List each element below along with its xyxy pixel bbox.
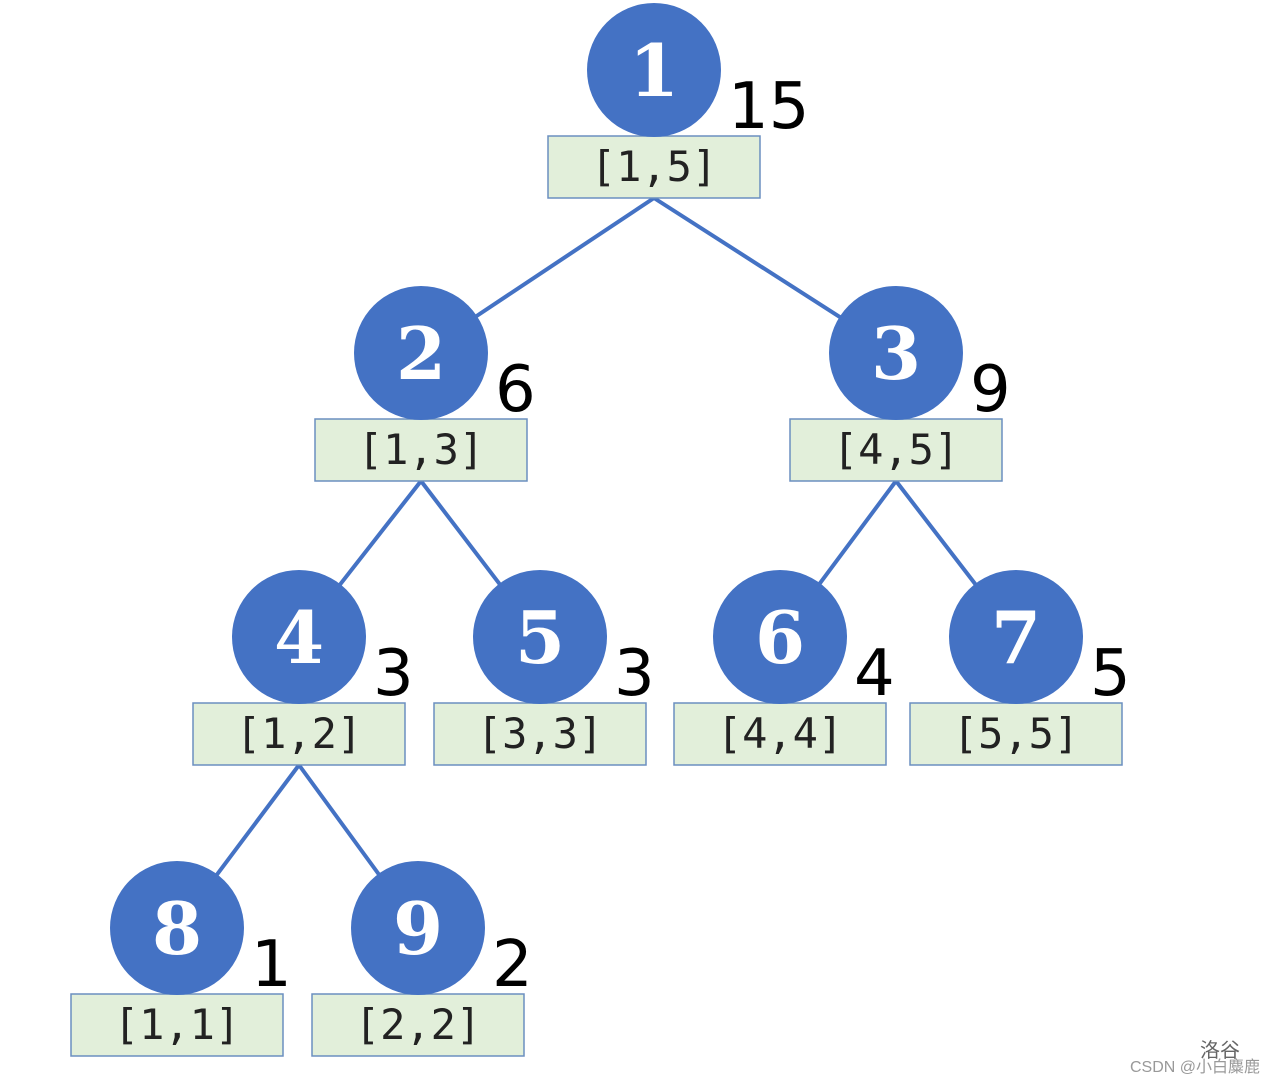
node-circle [949, 570, 1083, 704]
range-label: [4,5] [833, 425, 959, 474]
range-box [192, 702, 406, 766]
edge-2-5 [419, 479, 503, 588]
node-circle [110, 861, 244, 995]
edge-2-4 [337, 479, 423, 588]
node-id-label: 2 [396, 311, 446, 396]
node-sum-label: 5 [1090, 637, 1131, 711]
node-sum-label: 4 [854, 637, 895, 711]
node-circle [473, 570, 607, 704]
range-label: [1,1] [114, 1000, 240, 1049]
edge-1-2 [473, 196, 656, 319]
edge-3-7 [894, 479, 979, 588]
node-circle [587, 3, 721, 137]
node-sum-label: 3 [614, 637, 655, 711]
range-label: [5,5] [953, 709, 1079, 758]
edges-layer [213, 196, 979, 878]
node-id-label: 9 [393, 886, 443, 971]
node-id-label: 5 [515, 595, 565, 680]
range-box [673, 702, 887, 766]
node-id-label: 7 [991, 595, 1041, 680]
node-id-label: 8 [152, 886, 202, 971]
node-id-label: 3 [871, 311, 921, 396]
node-circle [351, 861, 485, 995]
node-sum-label: 9 [970, 353, 1011, 427]
range-label: [1,5] [591, 142, 717, 191]
edge-1-3 [652, 196, 844, 320]
node-sum-label: 2 [492, 928, 533, 1002]
node-id-label: 4 [274, 595, 324, 680]
range-box [311, 993, 525, 1057]
tree-node-1: [1,5] 1 15 [547, 3, 809, 199]
range-label: [1,3] [358, 425, 484, 474]
range-label: [1,2] [236, 709, 362, 758]
watermark-csdn: CSDN @小白麋鹿 [1130, 1059, 1261, 1076]
node-circle [829, 286, 963, 420]
edge-4-8 [213, 763, 301, 878]
node-circle [713, 570, 847, 704]
node-id-label: 1 [629, 28, 679, 113]
range-box [547, 135, 761, 199]
node-sum-label: 1 [251, 928, 292, 1002]
node-circle [232, 570, 366, 704]
range-label: [4,4] [717, 709, 843, 758]
node-sum-label: 3 [373, 637, 414, 711]
node-circle [354, 286, 488, 420]
edge-4-9 [297, 763, 382, 878]
node-id-label: 6 [755, 595, 805, 680]
range-box [70, 993, 284, 1057]
edge-3-6 [816, 479, 898, 587]
watermark-luogu: 洛谷 [1200, 1038, 1240, 1062]
range-label: [3,3] [477, 709, 603, 758]
range-box [314, 418, 528, 482]
node-sum-label: 15 [728, 70, 809, 144]
node-sum-label: 6 [495, 353, 536, 427]
range-label: [2,2] [355, 1000, 481, 1049]
range-box [789, 418, 1003, 482]
range-box [433, 702, 647, 766]
range-box [909, 702, 1123, 766]
